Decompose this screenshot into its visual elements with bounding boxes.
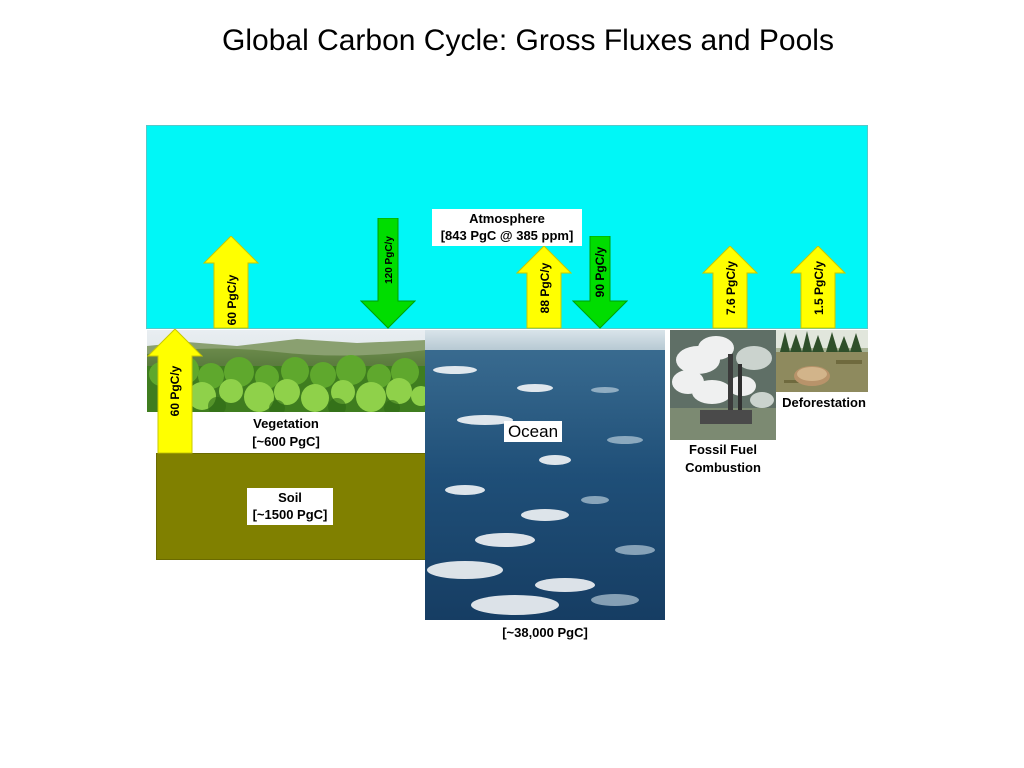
atmosphere-label-amount: [843 PgC @ 385 ppm] (440, 228, 574, 243)
deforestation-image (776, 330, 868, 392)
soil-up-arrow: 60 PgC/y (147, 329, 203, 454)
vegetation-image (147, 330, 426, 412)
ocean-image (425, 330, 665, 620)
fossil-fuel-label-line2: Combustion (685, 460, 761, 475)
soil-pool (156, 453, 426, 560)
ocean-amount: [~38,000 PgC] (502, 625, 588, 640)
ocean-label: Ocean (504, 421, 562, 442)
soil-label: Soil [~1500 PgC] (247, 488, 333, 525)
ocean-up-arrow-label: 88 PgC/y (538, 262, 552, 313)
vegetation-label: Vegetation [~600 PgC] (226, 415, 346, 453)
fossil-fuel-label-line1: Fossil Fuel (689, 442, 757, 457)
deforestation-label: Deforestation (782, 395, 866, 410)
deforestation-up-arrow-label: 1.5 PgC/y (812, 261, 826, 315)
land-up-arrow: 60 PgC/y (203, 236, 259, 329)
vegetation-label-amount: [~600 PgC] (252, 434, 320, 449)
deforestation-up-arrow: 1.5 PgC/y (790, 246, 846, 329)
page-title: Global Carbon Cycle: Gross Fluxes and Po… (222, 24, 834, 57)
fossil-fuel-image (670, 330, 776, 440)
land-down-arrow: 120 PgC/y (360, 218, 416, 329)
land-down-arrow-label: 120 PgC/y (384, 236, 395, 284)
fossil-up-arrow-label: 7.6 PgC/y (724, 261, 738, 315)
ocean-down-arrow: 90 PgC/y (572, 236, 628, 329)
soil-up-arrow-label: 60 PgC/y (168, 365, 182, 416)
ocean-down-arrow-label: 90 PgC/y (593, 246, 607, 297)
atmosphere-label-title: Atmosphere (469, 211, 545, 226)
ocean-up-arrow: 88 PgC/y (516, 246, 572, 329)
vegetation-label-title: Vegetation (253, 416, 319, 431)
fossil-fuel-label: Fossil Fuel Combustion (670, 441, 776, 477)
soil-label-amount: [~1500 PgC] (252, 507, 328, 522)
fossil-up-arrow: 7.6 PgC/y (702, 246, 758, 329)
atmosphere-label: Atmosphere [843 PgC @ 385 ppm] (432, 209, 582, 246)
soil-label-title: Soil (278, 490, 302, 505)
land-up-arrow-label: 60 PgC/y (225, 274, 239, 325)
